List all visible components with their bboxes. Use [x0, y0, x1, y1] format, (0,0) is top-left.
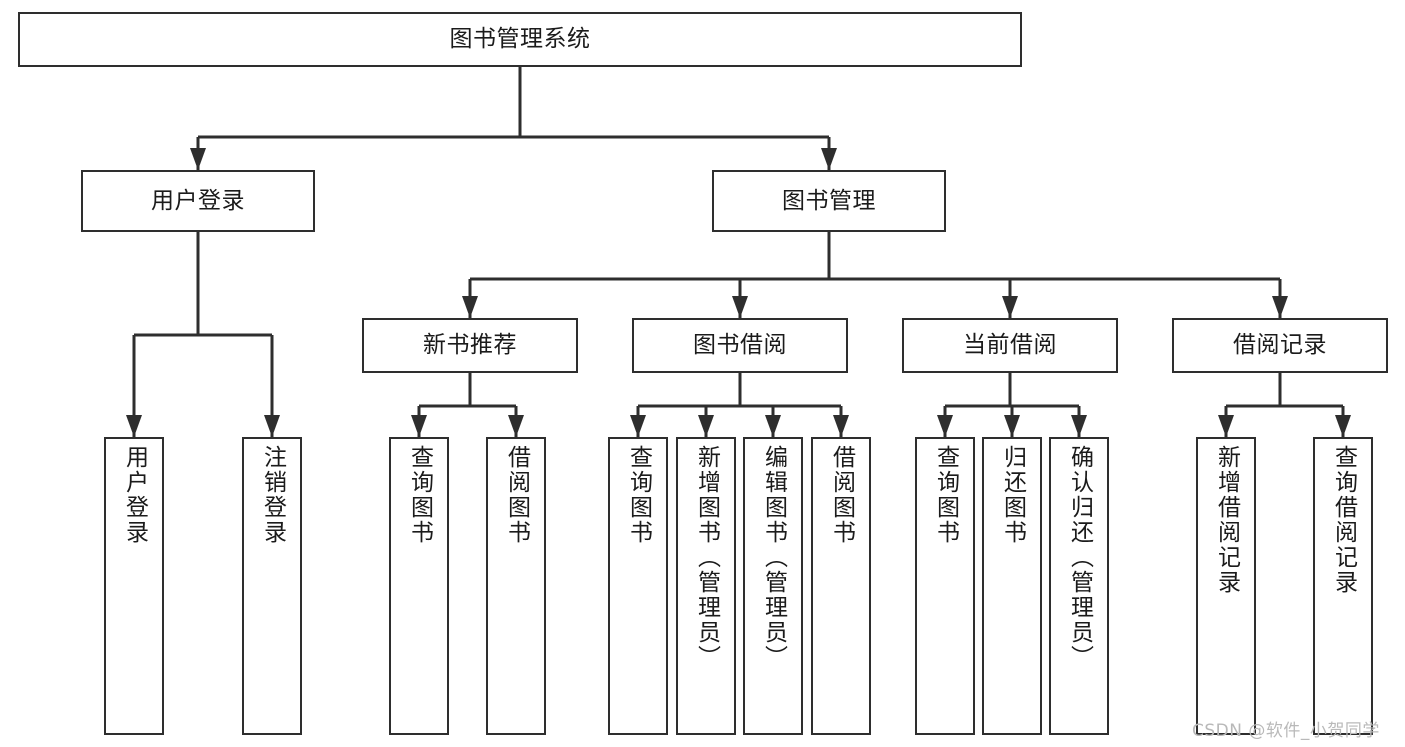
arrowhead-icon-book-borrow	[732, 296, 748, 318]
node-label: 当前借阅	[963, 332, 1057, 359]
node-leaf-query-book-rec[interactable]: 查询图书	[389, 437, 449, 735]
arrowhead-icon-leaf-query-book-rec	[411, 415, 427, 437]
node-leaf-query-book-cb[interactable]: 查询图书	[915, 437, 975, 735]
arrowhead-icon-leaf-return-book	[1004, 415, 1020, 437]
arrowhead-icon-leaf-user-login	[126, 415, 142, 437]
arrowhead-icon-new-book-recommend	[462, 296, 478, 318]
node-label: 借阅记录	[1233, 332, 1327, 359]
node-label: 借阅图书	[828, 445, 855, 545]
node-leaf-add-record[interactable]: 新增借阅记录	[1196, 437, 1256, 735]
node-label: 用户登录	[151, 187, 245, 214]
arrowhead-icon-leaf-add-book	[698, 415, 714, 437]
arrowhead-icon-leaf-confirm-return	[1071, 415, 1087, 437]
arrowhead-icon-current-borrow	[1002, 296, 1018, 318]
arrowhead-icon-leaf-edit-book	[765, 415, 781, 437]
node-label: 新增借阅记录	[1213, 445, 1240, 595]
node-label: 编辑图书（管理员）	[760, 445, 787, 670]
node-current-borrow[interactable]: 当前借阅	[902, 318, 1118, 373]
arrowhead-icon-leaf-query-book-bb	[630, 415, 646, 437]
node-leaf-borrow-book-rec[interactable]: 借阅图书	[486, 437, 546, 735]
node-book-manage[interactable]: 图书管理	[712, 170, 946, 232]
node-leaf-query-book-bb[interactable]: 查询图书	[608, 437, 668, 735]
node-leaf-user-login[interactable]: 用户登录	[104, 437, 164, 735]
node-label: 图书管理系统	[449, 26, 591, 53]
node-user-login[interactable]: 用户登录	[81, 170, 315, 232]
node-leaf-edit-book[interactable]: 编辑图书（管理员）	[743, 437, 803, 735]
arrowhead-icon-leaf-query-record	[1335, 415, 1351, 437]
node-label: 确认归还（管理员）	[1066, 445, 1093, 670]
arrowhead-icon-leaf-query-book-cb	[937, 415, 953, 437]
node-label: 查询图书	[406, 445, 433, 545]
arrowhead-icon-leaf-borrow-book-bb	[833, 415, 849, 437]
node-leaf-add-book[interactable]: 新增图书（管理员）	[676, 437, 736, 735]
node-label: 注销登录	[259, 445, 286, 545]
node-label: 新书推荐	[423, 332, 517, 359]
arrowhead-icon-leaf-logout	[264, 415, 280, 437]
node-label: 查询借阅记录	[1330, 445, 1357, 595]
node-label: 用户登录	[121, 445, 148, 545]
node-book-borrow[interactable]: 图书借阅	[632, 318, 848, 373]
arrowhead-icon-leaf-borrow-book-rec	[508, 415, 524, 437]
node-leaf-logout[interactable]: 注销登录	[242, 437, 302, 735]
node-new-book-recommend[interactable]: 新书推荐	[362, 318, 578, 373]
node-leaf-return-book[interactable]: 归还图书	[982, 437, 1042, 735]
arrowhead-icon-book-manage	[821, 148, 837, 170]
node-label: 归还图书	[999, 445, 1026, 545]
node-leaf-query-record[interactable]: 查询借阅记录	[1313, 437, 1373, 735]
node-borrow-record[interactable]: 借阅记录	[1172, 318, 1388, 373]
arrowhead-icon-borrow-record	[1272, 296, 1288, 318]
node-label: 图书管理	[782, 187, 876, 214]
node-label: 图书借阅	[693, 332, 787, 359]
node-label: 新增图书（管理员）	[693, 445, 720, 670]
node-label: 查询图书	[625, 445, 652, 545]
root-node-图书管理系统[interactable]: 图书管理系统	[18, 12, 1022, 67]
node-label: 借阅图书	[503, 445, 530, 545]
arrowhead-icon-leaf-add-record	[1218, 415, 1234, 437]
node-leaf-confirm-return[interactable]: 确认归还（管理员）	[1049, 437, 1109, 735]
arrowhead-icon-user-login	[190, 148, 206, 170]
node-leaf-borrow-book-bb[interactable]: 借阅图书	[811, 437, 871, 735]
node-label: 查询图书	[932, 445, 959, 545]
